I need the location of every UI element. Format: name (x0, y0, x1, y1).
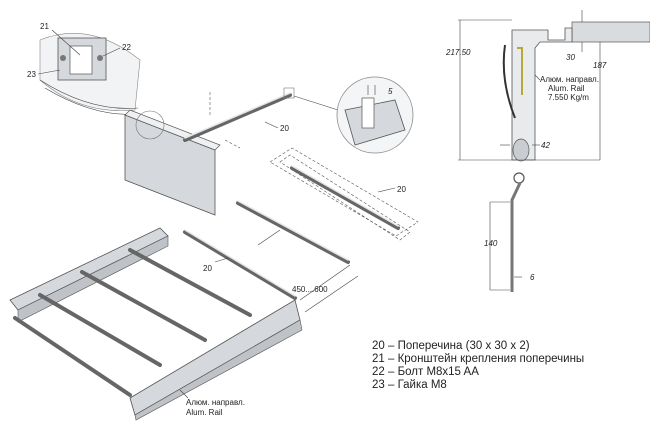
dim-30: 30 (566, 53, 575, 62)
legend-item-21: 21 – Кронштейн крепления поперечины (372, 353, 585, 365)
rail-label-bottom-en: Alum. Rail (186, 408, 223, 417)
rail-segment (124, 87, 295, 216)
rail-weight: 7.550 Kg/m (548, 93, 589, 102)
arrows (209, 92, 241, 149)
legend-item-22: 22 – Болт M8x15 AA (372, 366, 479, 378)
dim-187: 187 (593, 61, 607, 70)
legend-item-23: 23 – Гайка M8 (372, 379, 447, 391)
crossbar-end-detail: 5 (293, 76, 414, 154)
callout-21: 21 (40, 22, 49, 31)
bracket-detail (39, 33, 141, 115)
rail-label-ru: Алюм. направл. (540, 75, 599, 84)
crossbar-boxed (269, 147, 419, 241)
callout-20-b: 20 (397, 185, 406, 194)
legend-item-20: 20 – Поперечина (30 x 30 x 2) (372, 340, 530, 352)
spacing-dim: 450....600 (292, 285, 328, 294)
callout-20-a: 20 (280, 124, 289, 133)
rail-label-en: Alum. Rail (548, 84, 585, 93)
ladder-frame (9, 227, 303, 421)
rail-cross-section (458, 10, 650, 292)
dim-42: 42 (541, 141, 550, 150)
dim-5: 5 (388, 87, 393, 96)
callout-22: 22 (122, 43, 131, 52)
callout-20-c: 20 (203, 264, 212, 273)
rail-label-bottom-ru: Алюм. направл. (186, 398, 245, 407)
parts-legend: 20 – Поперечина (30 x 30 x 2) 21 – Кронш… (372, 340, 584, 392)
callout-23: 23 (27, 70, 36, 79)
dim-6: 6 (530, 273, 535, 282)
dim-217-50: 217.50 (445, 48, 471, 57)
dim-140: 140 (484, 239, 498, 248)
